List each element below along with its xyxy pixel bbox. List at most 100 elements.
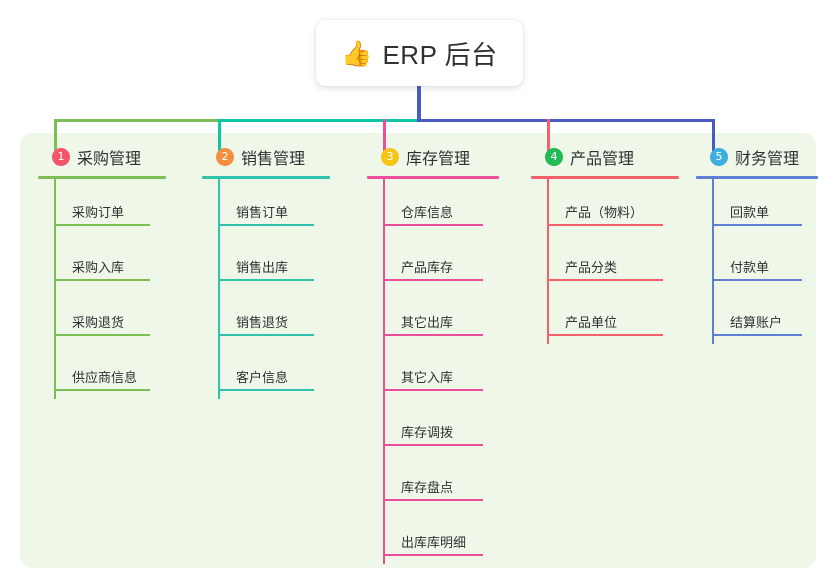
thumbs-up-icon: 👍: [341, 38, 373, 68]
trunk-segment-1: [54, 119, 221, 122]
leaf-item[interactable]: 产品库存: [367, 234, 499, 289]
leaf-item-underline: [383, 444, 483, 446]
leaf-item[interactable]: 回款单: [696, 179, 818, 234]
leaf-item-label: 采购订单: [72, 205, 125, 220]
leaf-item[interactable]: 其它出库: [367, 289, 499, 344]
leaf-item-label: 供应商信息: [72, 370, 138, 385]
leaf-item[interactable]: 供应商信息: [38, 344, 166, 399]
leaf-item[interactable]: 产品（物料）: [531, 179, 679, 234]
leaf-item-label: 采购退货: [72, 315, 125, 330]
column-branch-spine-wrap: 销售订单销售出库销售退货客户信息: [202, 179, 330, 399]
leaf-item-underline: [383, 224, 483, 226]
leaf-item[interactable]: 库存盘点: [367, 454, 499, 509]
leaf-item-underline: [712, 224, 802, 226]
leaf-item-label: 其它出库: [401, 315, 454, 330]
column-header[interactable]: 2 销售管理: [202, 145, 330, 169]
column-title: 库存管理: [406, 151, 471, 168]
leaf-item-underline: [547, 279, 663, 281]
leaf-item[interactable]: 客户信息: [202, 344, 330, 399]
column-产品管理: 4 产品管理产品（物料） 产品分类产品单位: [531, 145, 679, 344]
leaf-item-underline: [383, 499, 483, 501]
leaf-item-label: 付款单: [730, 260, 770, 275]
leaf-item-underline: [218, 224, 314, 226]
leaf-item-label: 产品单位: [565, 315, 618, 330]
branch-drop-库存管理: [383, 119, 386, 151]
leaf-item[interactable]: 库存调拨: [367, 399, 499, 454]
column-branch-spine-wrap: 产品（物料） 产品分类产品单位: [531, 179, 679, 344]
leaf-item-underline: [383, 389, 483, 391]
column-header[interactable]: 1 采购管理: [38, 145, 166, 169]
leaf-item[interactable]: 结算账户: [696, 289, 818, 344]
leaf-item[interactable]: 销售出库: [202, 234, 330, 289]
leaf-item[interactable]: 产品分类: [531, 234, 679, 289]
root-stem-connector: [417, 86, 421, 122]
leaf-item[interactable]: 仓库信息: [367, 179, 499, 234]
leaf-item-label: 回款单: [730, 205, 770, 220]
leaf-item-label: 采购入库: [72, 260, 125, 275]
column-index-badge: 1: [52, 148, 70, 166]
leaf-item[interactable]: 采购订单: [38, 179, 166, 234]
leaf-item-underline: [54, 224, 150, 226]
column-spine: [712, 179, 714, 344]
column-销售管理: 2 销售管理销售订单销售出库销售退货客户信息: [202, 145, 330, 399]
branch-drop-产品管理: [547, 119, 550, 151]
leaf-item-underline: [54, 389, 150, 391]
leaf-item-label: 销售退货: [236, 315, 289, 330]
leaf-item-underline: [383, 334, 483, 336]
column-title: 财务管理: [735, 151, 800, 168]
column-branch-spine-wrap: 回款单付款单结算账户: [696, 179, 818, 344]
column-title-underline: [202, 176, 330, 179]
leaf-item-underline: [383, 279, 483, 281]
column-index-badge: 2: [216, 148, 234, 166]
branch-drop-销售管理: [218, 119, 221, 151]
root-node[interactable]: 👍 ERP 后台: [316, 20, 523, 86]
column-title-underline: [38, 176, 166, 179]
leaf-item-underline: [218, 334, 314, 336]
leaf-item-label: 库存调拨: [401, 425, 454, 440]
leaf-item[interactable]: 采购入库: [38, 234, 166, 289]
leaf-item-label: 仓库信息: [401, 205, 454, 220]
column-branch-spine-wrap: 仓库信息产品库存其它出库其它入库库存调拨库存盘点出库库明细: [367, 179, 499, 564]
column-header[interactable]: 4 产品管理: [531, 145, 679, 169]
leaf-item-label: 产品分类: [565, 260, 618, 275]
column-spine: [54, 179, 56, 399]
leaf-item[interactable]: 其它入库: [367, 344, 499, 399]
leaf-item-label: 库存盘点: [401, 480, 454, 495]
leaf-item-underline: [712, 279, 802, 281]
leaf-item-label: 销售出库: [236, 260, 289, 275]
leaf-item-label: 其它入库: [401, 370, 454, 385]
column-index-badge: 4: [545, 148, 563, 166]
column-采购管理: 1 采购管理采购订单采购入库采购退货供应商信息: [38, 145, 166, 399]
leaf-item[interactable]: 销售退货: [202, 289, 330, 344]
leaf-item-underline: [383, 554, 483, 556]
column-spine: [218, 179, 220, 399]
leaf-item[interactable]: 付款单: [696, 234, 818, 289]
leaf-item[interactable]: 出库库明细: [367, 509, 499, 564]
trunk-segment-3: [419, 119, 715, 122]
leaf-item[interactable]: 产品单位: [531, 289, 679, 344]
leaf-item-underline: [54, 334, 150, 336]
column-title: 销售管理: [241, 151, 306, 168]
leaf-item[interactable]: 采购退货: [38, 289, 166, 344]
leaf-item-underline: [547, 224, 663, 226]
leaf-item[interactable]: 销售订单: [202, 179, 330, 234]
column-库存管理: 3 库存管理仓库信息产品库存其它出库其它入库库存调拨库存盘点出库库明细: [367, 145, 499, 564]
leaf-item-underline: [218, 279, 314, 281]
column-title-underline: [531, 176, 679, 179]
column-index-badge: 3: [381, 148, 399, 166]
leaf-item-label: 结算账户: [730, 315, 783, 330]
leaf-item-underline: [547, 334, 663, 336]
leaf-item-label: 出库库明细: [401, 535, 467, 550]
leaf-item-underline: [712, 334, 802, 336]
column-title-underline: [696, 176, 818, 179]
column-header[interactable]: 3 库存管理: [367, 145, 499, 169]
branch-drop-财务管理: [712, 119, 715, 151]
leaf-item-underline: [54, 279, 150, 281]
column-title: 产品管理: [570, 151, 635, 168]
leaf-item-label: 客户信息: [236, 370, 289, 385]
column-branch-spine-wrap: 采购订单采购入库采购退货供应商信息: [38, 179, 166, 399]
column-title: 采购管理: [77, 151, 142, 168]
diagram-panel: [20, 133, 816, 568]
